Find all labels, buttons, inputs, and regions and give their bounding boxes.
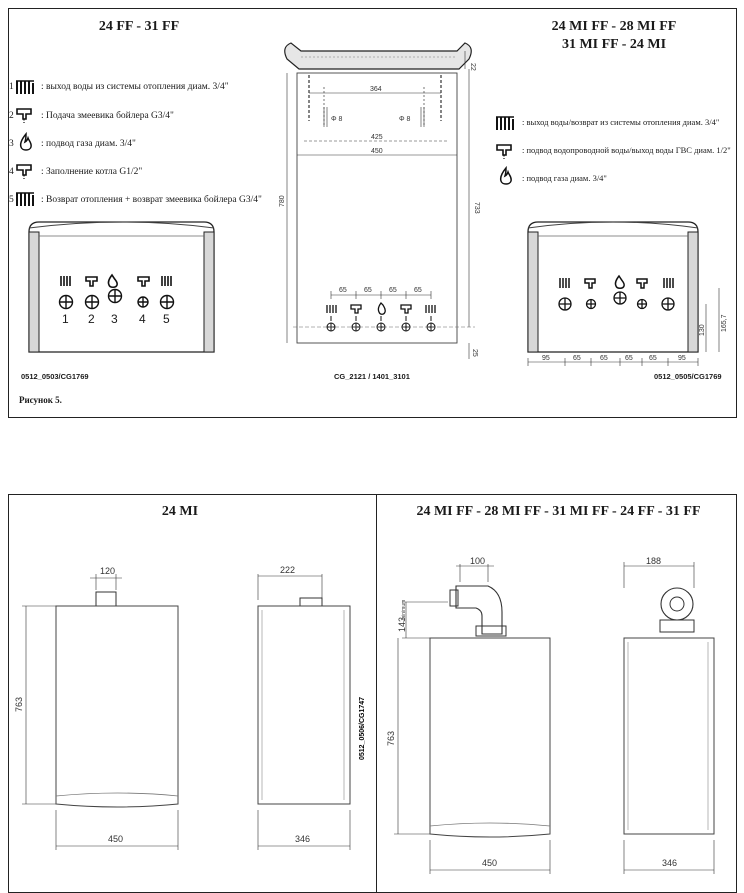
bottom-divider — [376, 494, 377, 893]
dim-95: 95 — [678, 355, 686, 362]
dim-450: 450 — [482, 858, 497, 868]
dim-phi8-left: Φ 8 — [331, 116, 343, 123]
legend-item-num: 4 — [9, 167, 14, 177]
dim-450: 450 — [108, 834, 123, 844]
legend-item-num: 1 — [9, 82, 14, 92]
connection-number: 5 — [163, 312, 170, 326]
legend-item-text: : выход воды/возврат из системы отоплени… — [522, 117, 720, 127]
dim-222: 222 — [280, 565, 295, 575]
gas-flame-icon — [499, 165, 512, 185]
dim-120: 120 — [100, 566, 115, 576]
code-vertical: 0512_0506/CG1747 — [359, 697, 366, 760]
boiler-ff-front-drawing: 100 143 minimum 763 450 — [386, 556, 551, 874]
code-center: CG_2121 / 1401_3101 — [334, 372, 410, 381]
dim-780: 780 — [279, 195, 286, 207]
legend-item-num: 3 — [9, 139, 14, 149]
left-connections — [58, 273, 175, 310]
radiator-pipe-icon — [16, 192, 34, 206]
right-heading-line2: 31 MI FF - 24 MI — [561, 37, 667, 52]
dim-425: 425 — [371, 134, 383, 141]
dim-65: 65 — [649, 355, 657, 362]
legend-item-num: 2 — [9, 111, 14, 121]
dim-65: 65 — [600, 355, 608, 362]
dim-65: 65 — [364, 287, 372, 294]
dim-763: 763 — [14, 697, 24, 712]
tap-icon — [16, 108, 32, 123]
dim-65: 65 — [573, 355, 581, 362]
right-boiler-drawing: 95 65 65 65 65 95 130 165,7 — [527, 221, 728, 366]
mounting-template-drawing: 22 364 Φ 8 Φ 8 425 450 780 733 65 65 65 … — [279, 42, 480, 359]
legend-item-text: : подвод газа диам. 3/4" — [522, 173, 607, 183]
radiator-pipe-icon — [496, 116, 514, 130]
legend-item-text: : подвод газа диам. 3/4" — [41, 139, 136, 149]
dim-346: 346 — [295, 834, 310, 844]
dim-143: 143 — [397, 617, 407, 632]
right-heading-line1: 24 MI FF - 28 MI FF — [551, 19, 677, 34]
dim-450: 450 — [371, 148, 383, 155]
dim-65: 65 — [389, 287, 397, 294]
connection-number: 4 — [139, 312, 146, 326]
dim-65: 65 — [625, 355, 633, 362]
bottom-left-heading: 24 MI — [161, 504, 199, 519]
bottom-right-heading: 24 MI FF - 28 MI FF - 31 MI FF - 24 FF -… — [416, 504, 701, 519]
legend-item-text: : выход воды из системы отопления диам. … — [41, 82, 229, 92]
connection-number: 2 — [88, 312, 95, 326]
connection-number: 3 — [111, 312, 118, 326]
dim-733: 733 — [473, 202, 480, 214]
figure-caption: Рисунок 5. — [19, 395, 62, 405]
dim-763: 763 — [386, 731, 396, 746]
code-left: 0512_0503/CG1769 — [21, 372, 89, 381]
boiler-ff-side-drawing: 188 346 — [623, 556, 715, 874]
connection-number: 1 — [62, 312, 69, 326]
legend-item-text: : Возврат отопления + возврат змеевика б… — [41, 195, 262, 205]
boiler-24mi-front-drawing: 120 763 450 — [14, 566, 179, 850]
left-boiler-drawing — [28, 221, 215, 353]
tap-icon — [496, 144, 512, 159]
left-heading: 24 FF - 31 FF — [98, 19, 180, 34]
dim-188: 188 — [646, 556, 661, 566]
tap-icon — [16, 164, 32, 179]
dim-100: 100 — [470, 556, 485, 566]
dim-phi8-right: Φ 8 — [399, 116, 411, 123]
boiler-24mi-side-drawing: 222 346 0512_0506/CG1747 — [257, 565, 366, 850]
dim-25: 25 — [471, 349, 478, 357]
dim-143-unit: minimum — [401, 600, 407, 620]
legend-item-text: : подвод водопроводной воды/выход воды Г… — [522, 145, 731, 155]
dim-165-7: 165,7 — [721, 314, 728, 332]
legend-item-text: : Заполнение котла G1/2" — [41, 167, 143, 177]
dim-65: 65 — [339, 287, 347, 294]
legend-item-num: 5 — [9, 195, 14, 205]
legend-item-text: : Подача змеевика бойлера G3/4" — [41, 111, 174, 121]
dim-346: 346 — [662, 858, 677, 868]
dim-22: 22 — [469, 63, 476, 71]
gas-flame-icon — [19, 131, 32, 151]
top-panel: 24 FF - 31 FF 24 MI FF - 28 MI FF 31 MI … — [8, 8, 737, 418]
dim-95: 95 — [542, 355, 550, 362]
code-right: 0512_0505/CG1769 — [654, 372, 722, 381]
dim-65: 65 — [414, 287, 422, 294]
radiator-pipe-icon — [16, 80, 34, 94]
dim-364: 364 — [370, 86, 382, 93]
dim-130: 130 — [699, 324, 706, 336]
